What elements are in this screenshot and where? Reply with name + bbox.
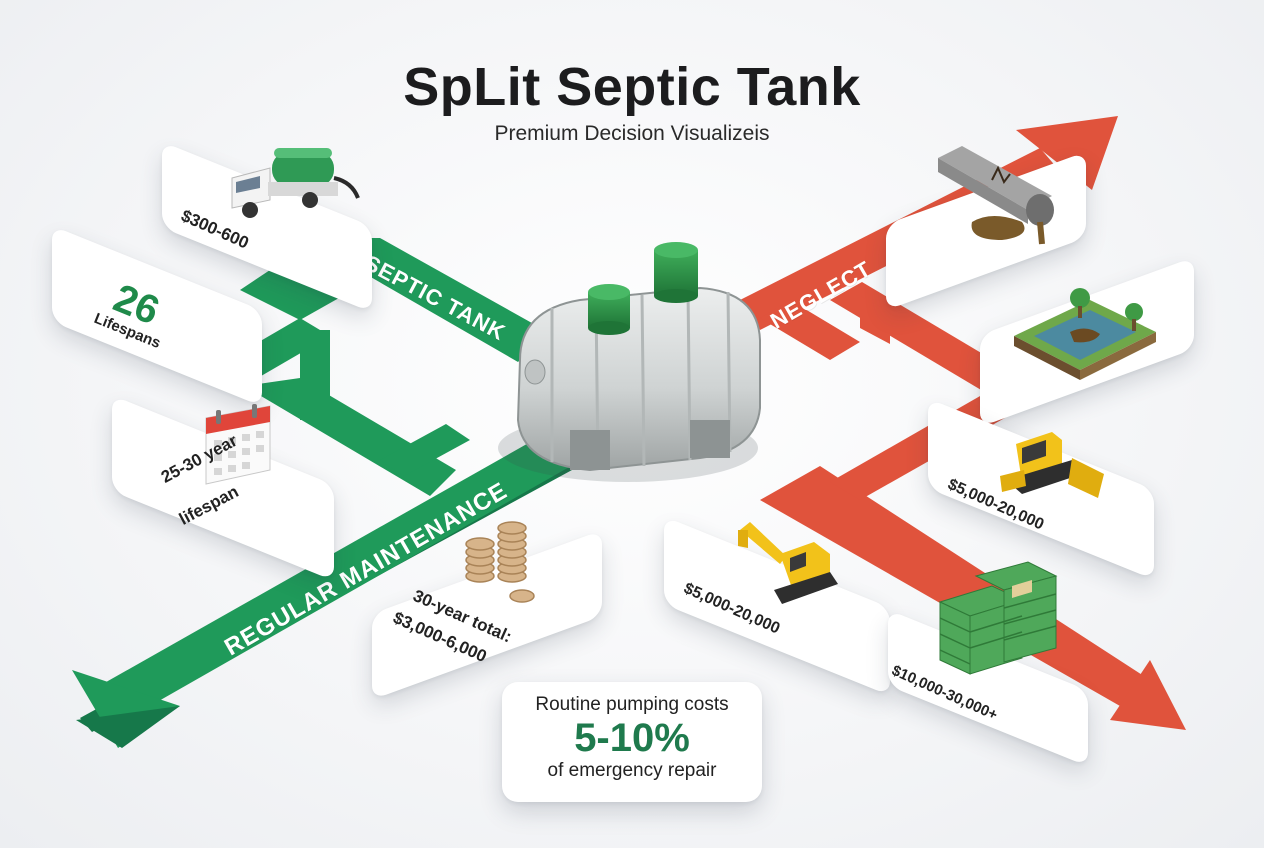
septic-tank-icon xyxy=(516,242,761,472)
page-subtitle: Premium Decision Visualizeis xyxy=(494,122,770,145)
pump-truck-icon xyxy=(231,148,360,218)
callout-line3: of emergency repair xyxy=(547,760,717,781)
bulldozer-icon xyxy=(1000,432,1104,498)
callout-line1: Routine pumping costs xyxy=(535,694,729,715)
burst-pipe-icon xyxy=(938,146,1054,245)
cash-stack-icon xyxy=(938,561,1058,675)
maintenance-path xyxy=(72,238,578,748)
pumping-cost-callout: Routine pumping costs 5-10% of emergency… xyxy=(502,682,762,802)
callout-value: 5-10% xyxy=(574,716,690,760)
page-title: SpLit Septic Tank xyxy=(403,57,861,117)
contaminated-yard-icon xyxy=(1014,288,1156,380)
coins-icon xyxy=(465,521,535,603)
excavator-icon xyxy=(738,522,838,604)
calendar-icon xyxy=(205,404,271,485)
